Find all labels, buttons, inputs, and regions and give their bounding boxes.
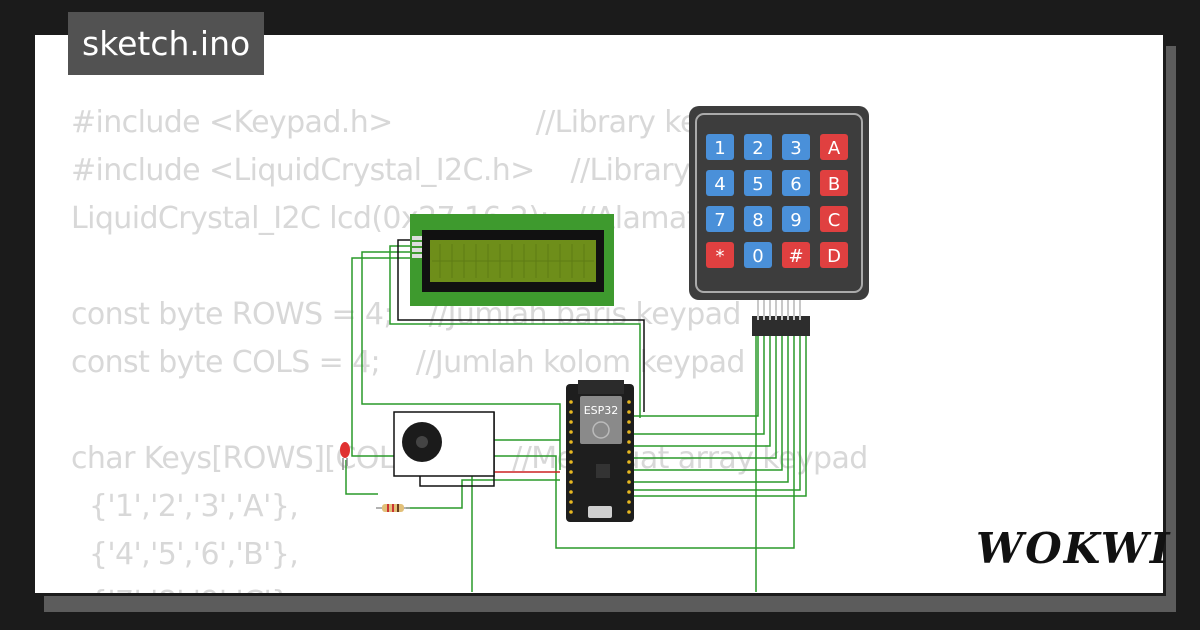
keypad-key-label: B: [828, 174, 840, 195]
project-card[interactable]: #include <Keypad.h> //Library keypad#inc…: [32, 32, 1166, 596]
wire-lcd-gnd: [397, 239, 645, 412]
keypad-key-label: 2: [752, 138, 763, 159]
wire-lcd-scl: [361, 251, 561, 470]
code-line: {'7','8','9','C'},: [71, 579, 868, 593]
red-led[interactable]: [340, 442, 350, 470]
keypad-key[interactable]: 3: [782, 134, 810, 160]
keypad-keys: 1 2 3 A 4 5 6 B 7 8 9 C * 0 # D: [706, 134, 848, 268]
keypad-key[interactable]: D: [820, 242, 848, 268]
wire-keypad-1: [634, 330, 759, 417]
wire-resistor: [406, 479, 560, 509]
keypad-key[interactable]: 2: [744, 134, 772, 160]
keypad-key-label: #: [788, 246, 803, 267]
usb-port-icon: [588, 506, 612, 518]
keypad-key[interactable]: #: [782, 242, 810, 268]
sketch-title[interactable]: sketch.ino: [68, 12, 265, 75]
esp32-pins: [569, 400, 631, 514]
wire-keypad-3: [634, 330, 771, 447]
keypad-key[interactable]: 4: [706, 170, 734, 196]
wire-keypad-2: [634, 330, 765, 435]
code-line: {'4','5','6','B'},: [71, 537, 299, 572]
keypad-key[interactable]: *: [706, 242, 734, 268]
wire-led: [345, 460, 378, 495]
keypad-key-label: 1: [714, 138, 725, 159]
esp32-board[interactable]: ESP32: [566, 380, 634, 522]
keypad-key-label: 5: [752, 174, 763, 195]
keypad-key[interactable]: 6: [782, 170, 810, 196]
keypad-key[interactable]: 5: [744, 170, 772, 196]
lcd-display[interactable]: [410, 214, 614, 306]
keypad-key-label: 3: [790, 138, 801, 159]
keypad-key-label: 0: [752, 246, 763, 267]
keypad-key-label: 7: [714, 210, 725, 231]
code-line: {'1','2','3','A'},: [71, 489, 299, 524]
keypad-key-label: C: [828, 210, 841, 231]
wire-keypad-8: [634, 330, 807, 497]
keypad-key[interactable]: 8: [744, 206, 772, 232]
keypad-connector: [752, 300, 810, 336]
keypad-key-label: A: [828, 138, 841, 159]
keypad-key[interactable]: A: [820, 134, 848, 160]
keypad-key-label: *: [716, 246, 725, 267]
keypad-key-label: 8: [752, 210, 763, 231]
esp32-label: ESP32: [584, 404, 619, 417]
keypad-key[interactable]: 9: [782, 206, 810, 232]
buzzer[interactable]: [393, 411, 495, 477]
wokwi-logo: WOKWI: [976, 524, 1172, 573]
keypad-key[interactable]: 7: [706, 206, 734, 232]
wire-lcd-sda: [351, 257, 795, 549]
keypad-key[interactable]: B: [820, 170, 848, 196]
wire-keypad-6: [634, 330, 789, 483]
wire-keypad-7: [634, 330, 801, 491]
keypad-key-label: 6: [790, 174, 801, 195]
resistor[interactable]: [376, 504, 410, 512]
keypad-key-label: 4: [714, 174, 725, 195]
code-line: const byte COLS = 4; //Jumlah kolom keyp…: [71, 345, 745, 380]
wire-keypad-4: [634, 330, 777, 459]
keypad-key-label: 9: [790, 210, 801, 231]
keypad-key[interactable]: 1: [706, 134, 734, 160]
keypad-4x4[interactable]: 1 2 3 A 4 5 6 B 7 8 9 C * 0 # D: [689, 106, 869, 336]
lcd-pins: [412, 236, 422, 258]
lcd-pixels: [432, 244, 594, 278]
keypad-key-label: D: [827, 246, 841, 267]
wire-keypad-5: [634, 330, 783, 471]
chip-logo-icon: [592, 421, 610, 439]
keypad-key[interactable]: C: [820, 206, 848, 232]
keypad-key[interactable]: 0: [744, 242, 772, 268]
